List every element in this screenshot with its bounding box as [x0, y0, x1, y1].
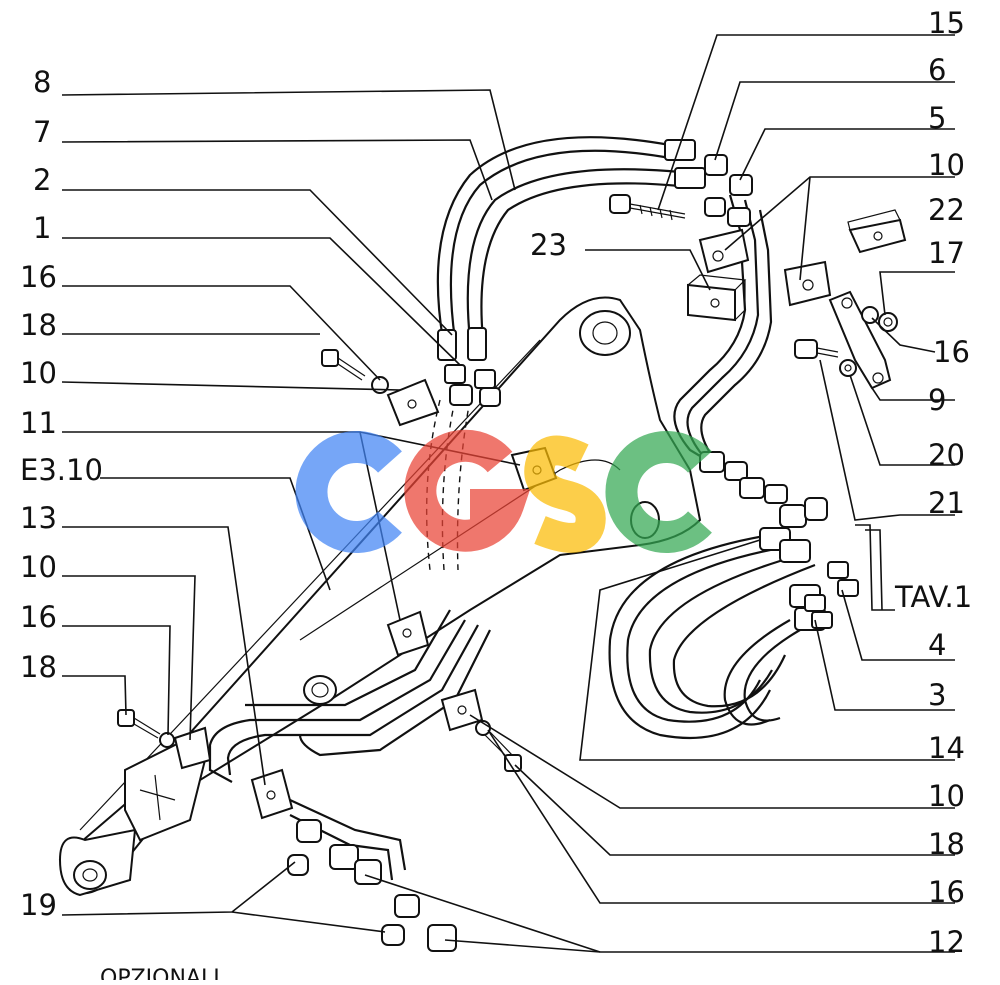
callout-9: 9 [928, 383, 946, 417]
callout-3: 3 [928, 678, 946, 712]
callout-labels: 8 7 2 1 16 18 10 11 E3.10 13 10 16 18 19… [20, 6, 972, 985]
callout-6: 6 [928, 53, 946, 87]
clamp-22 [847, 209, 907, 254]
footer-optional-label: OPZIONALI [100, 966, 220, 980]
callout-11: 11 [20, 406, 57, 440]
arch-hoses [436, 136, 706, 361]
callout-8: 8 [33, 65, 51, 99]
bracket-13 [250, 768, 294, 820]
callout-16-right: 16 [933, 335, 970, 369]
callout-21: 21 [928, 486, 965, 520]
callout-16-bottom: 16 [928, 875, 965, 909]
callout-2: 2 [33, 163, 51, 197]
fittings-1-2 [444, 364, 501, 407]
bracket-10-center [440, 688, 522, 772]
bracket-10-left-lower [117, 709, 212, 770]
block-23 [687, 274, 747, 322]
callout-15: 15 [928, 6, 965, 40]
callout-10-lower: 10 [20, 550, 57, 584]
callout-13: 13 [20, 501, 57, 535]
watermark-letter-c2 [605, 431, 712, 553]
callout-7: 7 [33, 115, 51, 149]
callout-16-lower: 16 [20, 600, 57, 634]
callout-10-right: 10 [928, 148, 965, 182]
callout-1: 1 [33, 211, 51, 245]
callout-5: 5 [928, 101, 946, 135]
bolt-15 [609, 194, 686, 221]
callout-17: 17 [928, 236, 965, 270]
callout-4: 4 [928, 628, 946, 662]
callout-10: 10 [20, 356, 57, 390]
callout-18-lower: 18 [20, 650, 57, 684]
watermark-letter-c1 [295, 431, 402, 553]
plate-9 [828, 290, 898, 390]
callout-10-bottom: 10 [928, 779, 965, 813]
callout-18: 18 [20, 308, 57, 342]
callout-tav-1: TAV.1 [894, 580, 972, 614]
watermark-letter-s [524, 435, 606, 553]
callout-19: 19 [20, 888, 57, 922]
callout-18-bottom: 18 [928, 827, 965, 861]
callout-12: 12 [928, 925, 965, 959]
bolt-21 [794, 339, 857, 377]
callout-e3-10: E3.10 [20, 453, 103, 487]
fittings-12-19 [287, 819, 457, 952]
right-pipes [673, 154, 828, 528]
watermark-logo [295, 429, 712, 553]
loop-hoses [608, 527, 859, 740]
watermark-letter-g [404, 429, 531, 552]
lower-pipes [208, 609, 491, 881]
callout-16: 16 [20, 260, 57, 294]
callout-14: 14 [928, 731, 965, 765]
bracket-10-left-upper [321, 349, 440, 427]
callout-23: 23 [530, 228, 567, 262]
callout-22: 22 [928, 193, 965, 227]
callout-20: 20 [928, 438, 965, 472]
